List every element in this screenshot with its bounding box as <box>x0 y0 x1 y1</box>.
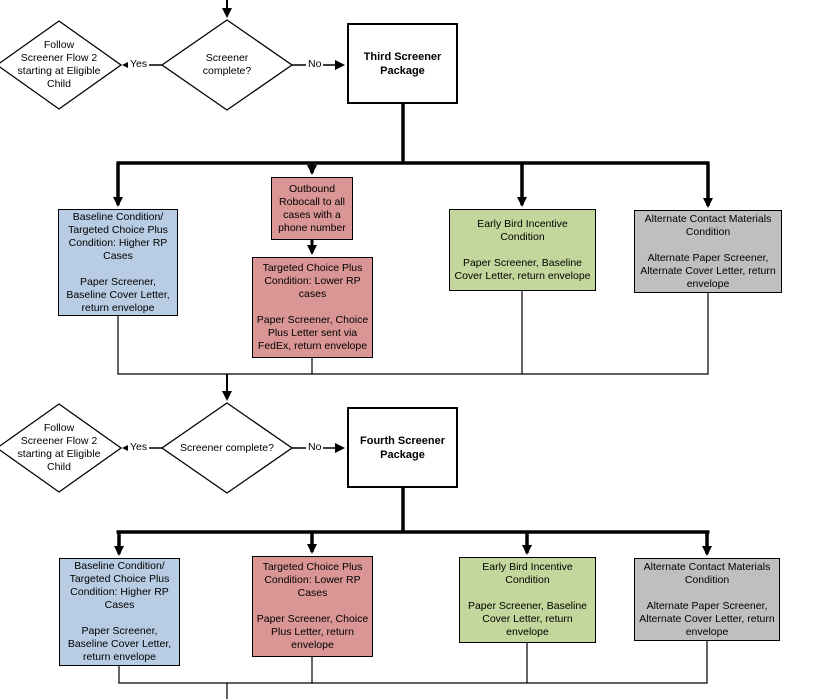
terminal-follow-flow2-diamond-1 <box>0 20 123 110</box>
condition-early-bird-1: Early Bird Incentive Condition Paper Scr… <box>449 209 596 291</box>
condition-alternate-contact-1: Alternate Contact Materials Condition Al… <box>634 210 782 293</box>
terminal-follow-flow2-label-2: Follow Screener Flow 2 starting at Eligi… <box>17 422 101 473</box>
process-outbound-robocall: Outbound Robocall to all cases with a ph… <box>271 177 353 240</box>
condition-baseline-1: Baseline Condition/ Targeted Choice Plus… <box>58 209 178 316</box>
condition-targeted-choice-2: Targeted Choice Plus Condition: Lower RP… <box>252 556 373 657</box>
process-third-screener-package: Third Screener Package <box>347 23 458 104</box>
process-fourth-screener-package: Fourth Screener Package <box>347 407 458 488</box>
decision-screener-complete-diamond-2 <box>160 402 294 494</box>
yes-label-1: Yes <box>128 58 150 70</box>
terminal-follow-flow2-diamond-2 <box>0 403 123 493</box>
no-label-1: No <box>306 58 324 70</box>
yes-label-2: Yes <box>128 441 150 453</box>
condition-early-bird-2: Early Bird Incentive Condition Paper Scr… <box>459 557 596 643</box>
decision-screener-complete-diamond-1 <box>160 19 294 111</box>
no-label-2: No <box>306 441 324 453</box>
terminal-follow-flow2-label-1: Follow Screener Flow 2 starting at Eligi… <box>17 39 101 90</box>
decision-screener-complete-label-1: Screener complete? <box>202 52 252 77</box>
decision-screener-complete-label-2: Screener complete? <box>180 441 274 454</box>
condition-targeted-choice-1: Targeted Choice Plus Condition: Lower RP… <box>252 257 373 358</box>
condition-alternate-contact-2: Alternate Contact Materials Condition Al… <box>634 558 780 641</box>
condition-baseline-2: Baseline Condition/ Targeted Choice Plus… <box>59 558 180 666</box>
